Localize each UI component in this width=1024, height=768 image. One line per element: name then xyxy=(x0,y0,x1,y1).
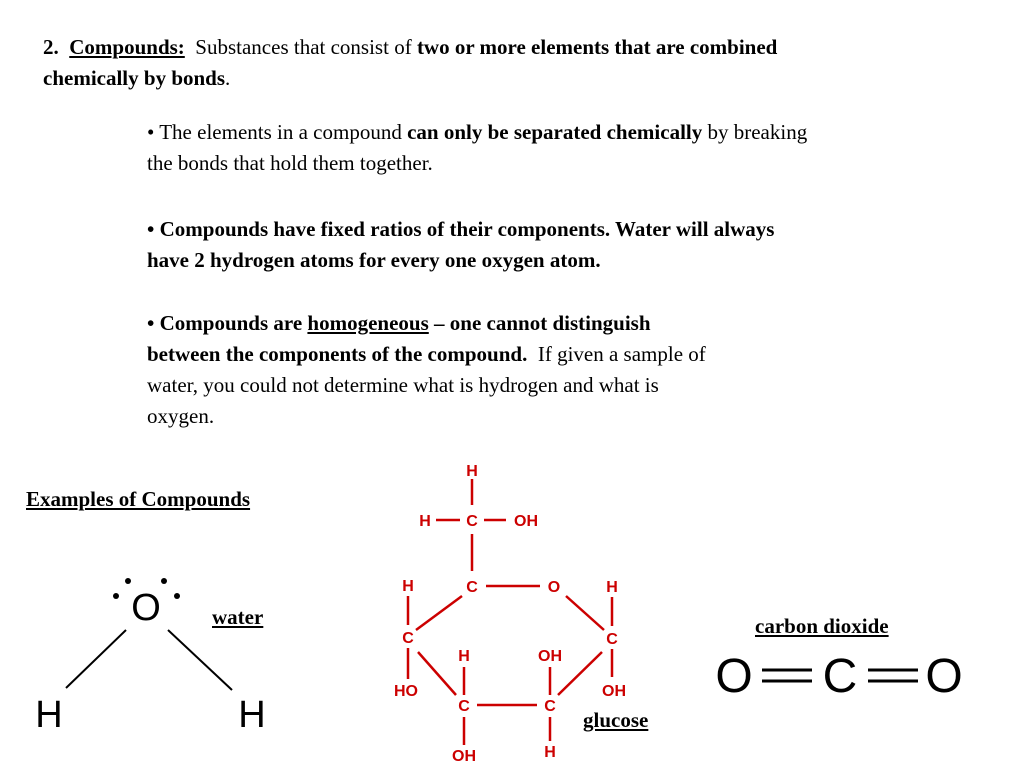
bullet-fixed-ratios: • Compounds have fixed ratios of their c… xyxy=(147,214,1007,276)
lone-pair-dot xyxy=(113,593,119,599)
atom-c: C xyxy=(402,630,414,647)
atom-c: C xyxy=(606,631,618,648)
atom-c: C xyxy=(466,513,478,530)
bullet-marker: • xyxy=(147,311,155,335)
atom-o: O xyxy=(548,579,560,596)
atom-oh: OH xyxy=(602,683,626,700)
bullet-text: between the components of the compound. xyxy=(147,342,528,366)
atom-oh: OH xyxy=(452,748,476,765)
bullet-text: – one cannot distinguish xyxy=(434,311,651,335)
oxygen-atom: O xyxy=(715,650,752,700)
section-number: 2. xyxy=(43,35,59,59)
bullet-text: The elements in a compound xyxy=(159,120,402,144)
glucose-molecule-diagram: H H C OH H C O H C C H OH HO OH C C OH H xyxy=(394,463,626,765)
bullet-text: have 2 hydrogen atoms for every one oxyg… xyxy=(147,248,601,272)
atom-c: C xyxy=(458,698,470,715)
atom-h: H xyxy=(419,513,431,530)
bullet-emphasis: can only be separated chemically xyxy=(407,120,703,144)
bullet-text: the bonds that hold them together. xyxy=(147,151,433,175)
term-compounds: Compounds: xyxy=(69,35,185,59)
hydrogen-atom: H xyxy=(35,694,62,736)
atom-h: H xyxy=(606,579,618,596)
carbon-atom: C xyxy=(823,650,858,700)
atom-oh: OH xyxy=(514,513,538,530)
bullet-homogeneous: • Compounds are homogeneous – one cannot… xyxy=(147,308,867,432)
bullet-marker: • xyxy=(147,217,155,241)
definition-bold: two or more elements that are combined xyxy=(416,35,778,59)
bullet-text: If given a sample of xyxy=(537,342,706,366)
hydrogen-atom: H xyxy=(238,694,265,736)
term-homogeneous: homogeneous xyxy=(307,311,429,335)
bullet-text: water, you could not determine what is h… xyxy=(147,373,659,397)
bullet-text: Compounds have fixed ratios of their com… xyxy=(159,217,775,241)
atom-h: H xyxy=(544,744,556,761)
definition-bold-2: chemically by bonds xyxy=(43,66,226,90)
definition-heading: 2. Compounds: Substances that consist of… xyxy=(43,32,1003,94)
oxygen-atom: O xyxy=(925,650,962,700)
bond-line xyxy=(167,629,233,691)
bullet-text: oxygen. xyxy=(147,404,215,428)
definition-period: . xyxy=(225,66,231,90)
atom-c: C xyxy=(466,579,478,596)
water-label: water xyxy=(212,605,264,629)
bullet-marker: • xyxy=(147,120,155,144)
bullet-text: by breaking xyxy=(707,120,808,144)
atom-h: H xyxy=(458,648,470,665)
lone-pair-dot xyxy=(161,578,167,584)
water-molecule-diagram: O H H xyxy=(35,578,266,736)
glucose-bonds xyxy=(406,479,614,745)
atom-oh: OH xyxy=(538,648,562,665)
definition-text: Substances that consist of xyxy=(195,35,412,59)
oxygen-atom: O xyxy=(131,587,161,629)
co2-label: carbon dioxide xyxy=(755,614,889,638)
bullet-text: Compounds are xyxy=(159,311,303,335)
glucose-label: glucose xyxy=(583,708,649,732)
atom-h: H xyxy=(466,463,478,480)
lone-pair-dot xyxy=(125,578,131,584)
examples-title: Examples of Compounds xyxy=(26,487,251,511)
co2-molecule-diagram: O C O xyxy=(715,650,962,700)
atom-ho: HO xyxy=(394,683,418,700)
atom-h: H xyxy=(402,578,414,595)
bond-line xyxy=(65,629,127,689)
bullet-separation: • The elements in a compound can only be… xyxy=(147,117,1007,179)
atom-c: C xyxy=(544,698,556,715)
lone-pair-dot xyxy=(174,593,180,599)
